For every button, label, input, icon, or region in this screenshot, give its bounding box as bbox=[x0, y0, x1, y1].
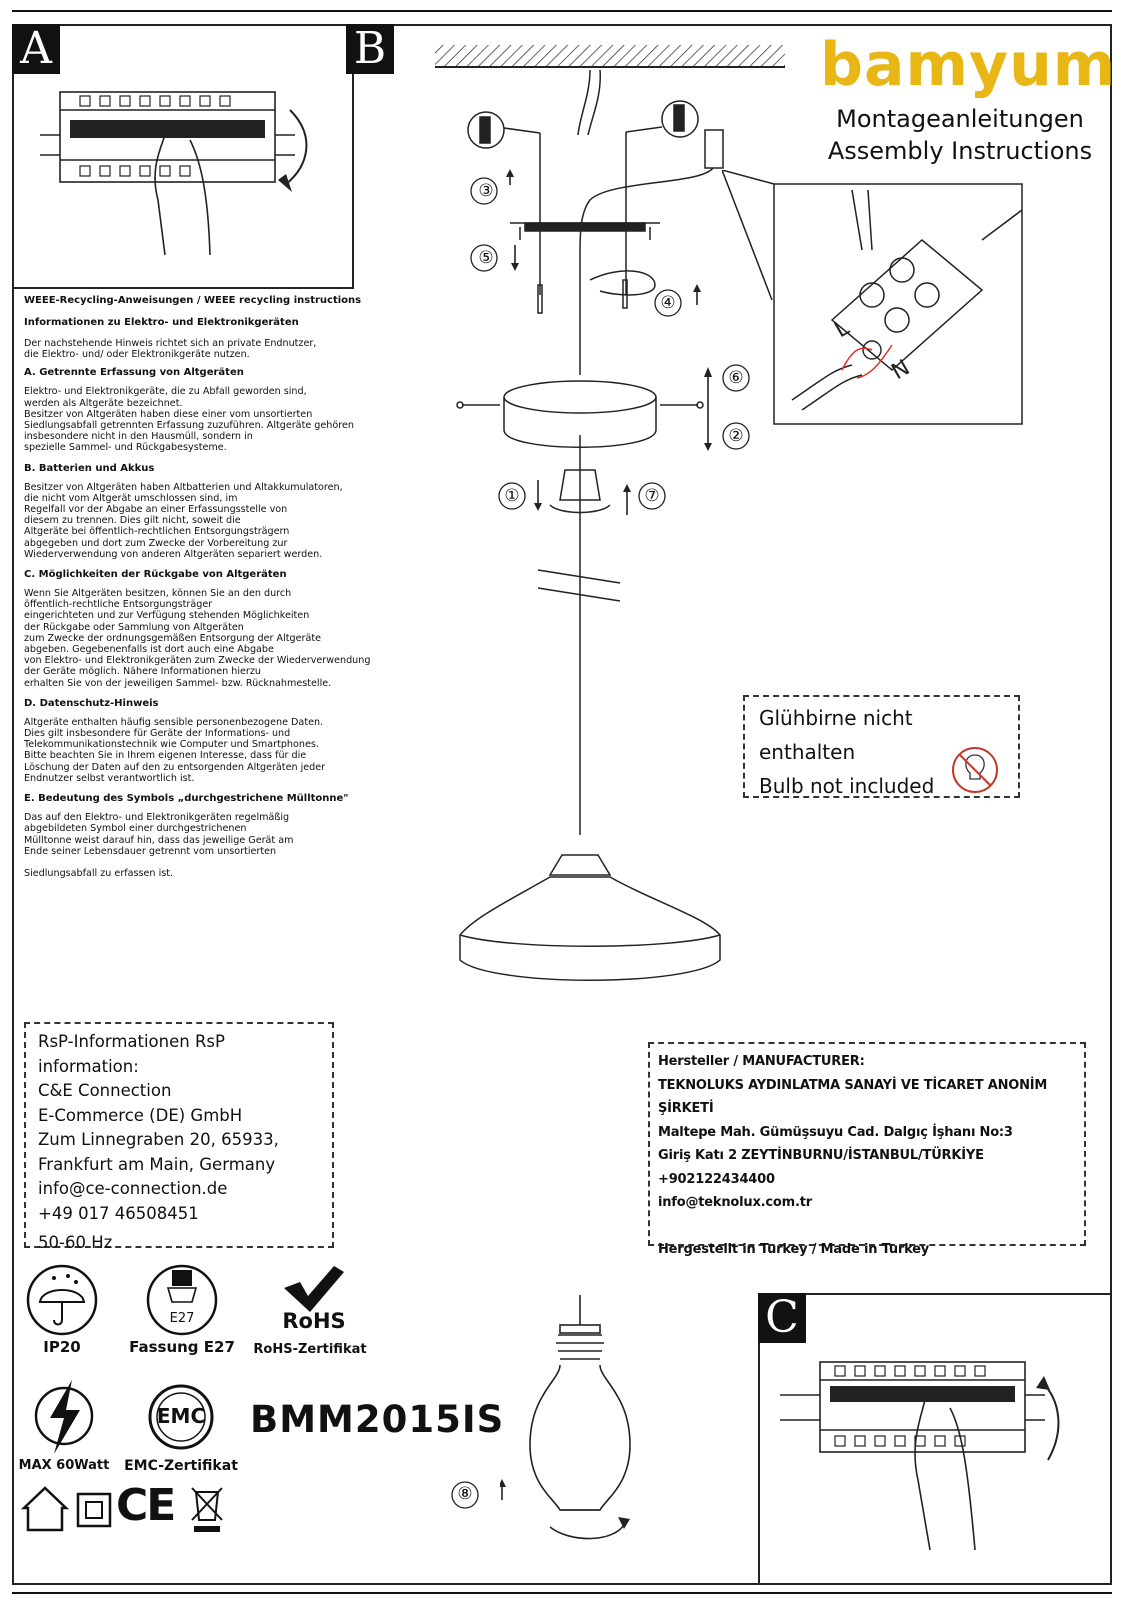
bulb-not-included-box: Glühbirne nicht enthalten Bulb not inclu… bbox=[743, 695, 1020, 798]
step-8-circle bbox=[451, 1481, 479, 1509]
weee-section-b-text: Besitzer von Altgeräten haben Altbatteri… bbox=[24, 481, 343, 560]
rsp-frequency: 50-60 Hz bbox=[38, 1233, 113, 1252]
bulb-note-en: Bulb not included bbox=[759, 774, 935, 798]
weee-section-a-text: Elektro- und Elektronikgeräte, die zu Ab… bbox=[24, 386, 354, 454]
ip20-label: IP20 bbox=[43, 1338, 81, 1356]
weee-section-e-title: E. Bedeutung des Symbols „durchgestriche… bbox=[24, 793, 349, 805]
wire-neutral-label: N bbox=[888, 355, 915, 385]
panel-c bbox=[758, 1293, 1112, 1585]
step-5-label: ⑤ bbox=[478, 248, 494, 268]
mfr-email: info@teknolux.com.tr bbox=[658, 1195, 812, 1210]
light-bulb-illustration bbox=[500, 1295, 631, 1540]
emc-label: EMC-Zertifikat bbox=[124, 1458, 238, 1474]
title-en: Assembly Instructions bbox=[827, 137, 1093, 165]
weee-section-e-text: Das auf den Elektro- und Elektronikgerät… bbox=[24, 812, 294, 880]
step-6-label: ⑥ bbox=[728, 368, 744, 388]
model-number: BMM2015IS bbox=[250, 1398, 505, 1441]
ce-mark: CE bbox=[116, 1480, 176, 1531]
rsp-city: Frankfurt am Main, Germany bbox=[38, 1154, 276, 1174]
manufacturer-box: Hersteller / MANUFACTURER: TEKNOLUKS AYD… bbox=[648, 1042, 1086, 1257]
mfr-heading: Hersteller / MANUFACTURER: bbox=[658, 1054, 865, 1069]
panel-b-letter: B bbox=[346, 24, 394, 74]
step-1-label: ① bbox=[504, 486, 520, 506]
breaker-switch-off-illustration bbox=[40, 91, 308, 256]
step-8-label: ⑧ bbox=[457, 1484, 473, 1504]
panel-a bbox=[12, 24, 354, 289]
weee-instructions: WEEE-Recycling-Anweisungen / WEEE recycl… bbox=[24, 294, 444, 879]
rohs-checkmark-icon bbox=[284, 1266, 344, 1312]
e27-socket-inner-label: E27 bbox=[169, 1311, 195, 1326]
mfr-address-1: Maltepe Mah. Gümüşsuyu Cad. Dalgıç İşhan… bbox=[658, 1124, 1013, 1140]
max-wattage-label: MAX 60Watt bbox=[18, 1458, 110, 1473]
mfr-company: TEKNOLUKS AYDINLATMA SANAYİ VE TİCARET A… bbox=[658, 1077, 1048, 1117]
panel-c-letter: C bbox=[758, 1293, 806, 1343]
top-rule bbox=[12, 10, 1112, 12]
weee-section-c-title: C. Möglichkeiten der Rückgabe von Altger… bbox=[24, 569, 287, 581]
step-2-label: ② bbox=[728, 426, 744, 446]
step-7-label: ⑦ bbox=[644, 486, 660, 506]
emc-icon bbox=[148, 1384, 214, 1450]
weee-section-a-title: A. Getrennte Erfassung von Altgeräten bbox=[24, 367, 244, 379]
rsp-phone: +49 017 46508451 bbox=[38, 1203, 199, 1223]
rsp-heading: RsP-Informationen RsP information: bbox=[38, 1032, 225, 1076]
weee-intro: Der nachstehende Hinweis richtet sich an… bbox=[24, 338, 317, 361]
rohs-mark: RoHS bbox=[282, 1309, 346, 1333]
weee-section-c-text: Wenn Sie Altgeräten besitzen, können Sie… bbox=[24, 588, 371, 689]
rsp-street: Zum Linnegraben 20, 65933, bbox=[38, 1130, 279, 1149]
rsp-email: info@ce-connection.de bbox=[38, 1179, 228, 1198]
rohs-label: RoHS-Zertifikat bbox=[253, 1342, 367, 1357]
mfr-blank bbox=[658, 1215, 1076, 1239]
assembly-diagram bbox=[435, 45, 785, 981]
title-de: Montageanleitungen bbox=[836, 105, 1084, 133]
mfr-made-in: Hergestellt in Turkey / Made in Turkey bbox=[658, 1242, 930, 1257]
weee-section-d-text: Altgeräte enthalten häufig sensible pers… bbox=[24, 716, 326, 784]
class-ii-double-square-icon bbox=[76, 1492, 112, 1528]
breaker-switch-on-illustration bbox=[780, 1361, 1060, 1551]
rsp-company: C&E Connection bbox=[38, 1081, 172, 1100]
wiring-detail-illustration: L N bbox=[722, 170, 1023, 425]
brand-logo: bamyum bbox=[820, 30, 1117, 100]
panel-a-letter: A bbox=[12, 24, 60, 74]
wire-live-label: L bbox=[831, 315, 855, 343]
mfr-address-2: Giriş Katı 2 ZEYTİNBURNU/İSTANBUL/TÜRKİY… bbox=[658, 1148, 984, 1163]
ip20-umbrella-icon bbox=[26, 1264, 98, 1336]
rsp-information-box: RsP-Informationen RsP information: C&E C… bbox=[24, 1022, 334, 1252]
max-wattage-lightning-icon bbox=[34, 1380, 94, 1454]
mfr-phone: +902122434400 bbox=[658, 1171, 775, 1187]
emc-mark: EMC bbox=[156, 1404, 206, 1428]
no-bulb-icon bbox=[952, 747, 998, 793]
weee-subheading: Informationen zu Elektro- und Elektronik… bbox=[24, 317, 299, 328]
weee-heading: WEEE-Recycling-Anweisungen / WEEE recycl… bbox=[24, 295, 362, 306]
rsp-company-name: E-Commerce (DE) GmbH bbox=[38, 1105, 243, 1125]
indoor-use-house-icon bbox=[20, 1486, 70, 1532]
bulb-note-de: Glühbirne nicht enthalten bbox=[759, 706, 913, 764]
weee-section-d-title: D. Datenschutz-Hinweis bbox=[24, 697, 159, 709]
e27-socket-icon bbox=[146, 1264, 218, 1336]
e27-socket-label: Fassung E27 bbox=[129, 1338, 235, 1356]
step-4-label: ④ bbox=[660, 293, 676, 313]
weee-crossed-bin-icon bbox=[191, 1487, 223, 1532]
page-frame bbox=[12, 24, 1112, 1585]
weee-section-b-title: B. Batterien und Akkus bbox=[24, 462, 155, 474]
step-3-label: ③ bbox=[478, 181, 494, 201]
bottom-rule bbox=[12, 1592, 1112, 1594]
